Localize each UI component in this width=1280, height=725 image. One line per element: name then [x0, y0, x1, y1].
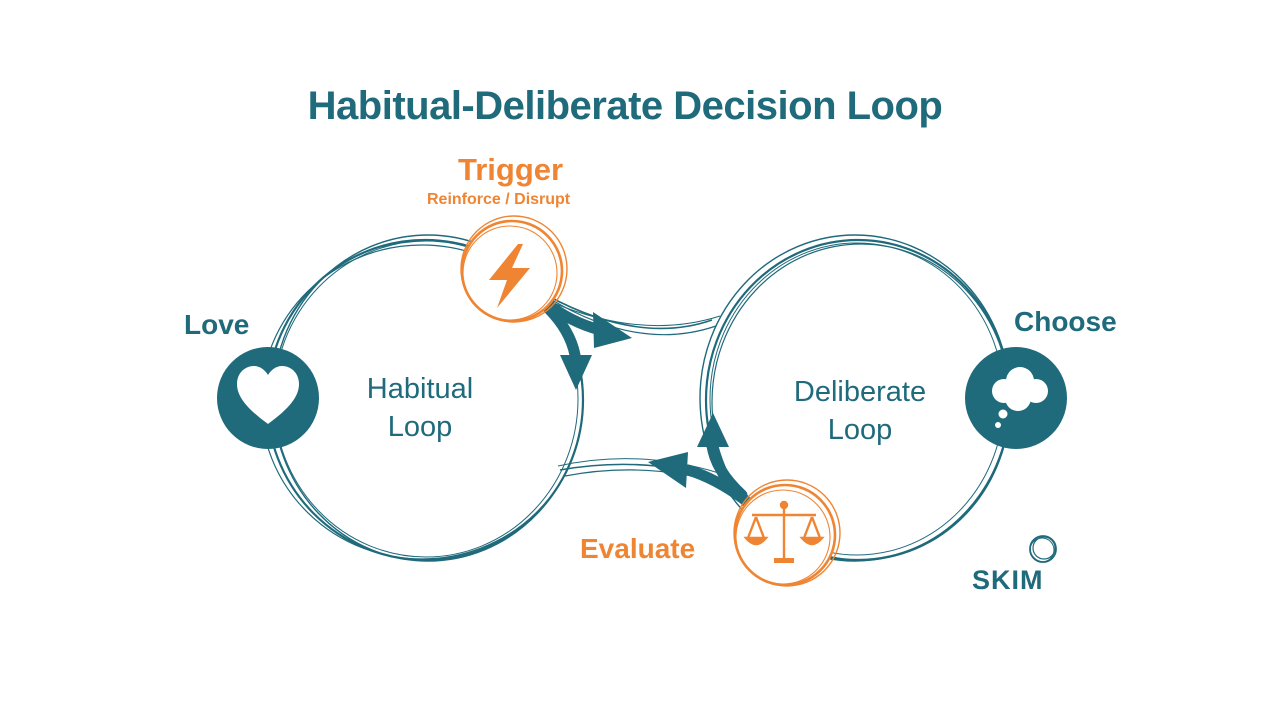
- love-node: [217, 347, 319, 449]
- deliberate-line-1: Deliberate: [793, 376, 927, 408]
- loop-connector-curves: [547, 295, 731, 487]
- evaluate-arrows: [648, 413, 751, 506]
- lightning-bolt-icon: [489, 244, 530, 308]
- page-title: Habitual-Deliberate Decision Loop: [307, 84, 943, 128]
- deliberate-line-2: Loop: [827, 414, 893, 446]
- thought-cloud-icon: [992, 367, 1048, 428]
- evaluate-node: [733, 479, 841, 587]
- choose-label: Choose: [1014, 306, 1117, 337]
- balance-scale-icon: [743, 500, 825, 563]
- deliberate-loop-text: Deliberate Loop: [770, 373, 950, 449]
- skim-logo-icon: [1029, 535, 1057, 563]
- choose-node: [965, 347, 1067, 449]
- brand-logo-text: SKIM: [972, 565, 1044, 595]
- trigger-node: [460, 215, 568, 323]
- habitual-line-1: Habitual: [366, 373, 474, 405]
- heart-icon: [237, 366, 299, 424]
- love-label: Love: [184, 309, 250, 340]
- evaluate-label: Evaluate: [580, 533, 696, 564]
- habitual-loop-text: Habitual Loop: [340, 370, 500, 446]
- trigger-label: Trigger: [458, 152, 564, 187]
- trigger-sublabel: Reinforce / Disrupt: [427, 191, 571, 208]
- habitual-line-2: Loop: [387, 411, 453, 443]
